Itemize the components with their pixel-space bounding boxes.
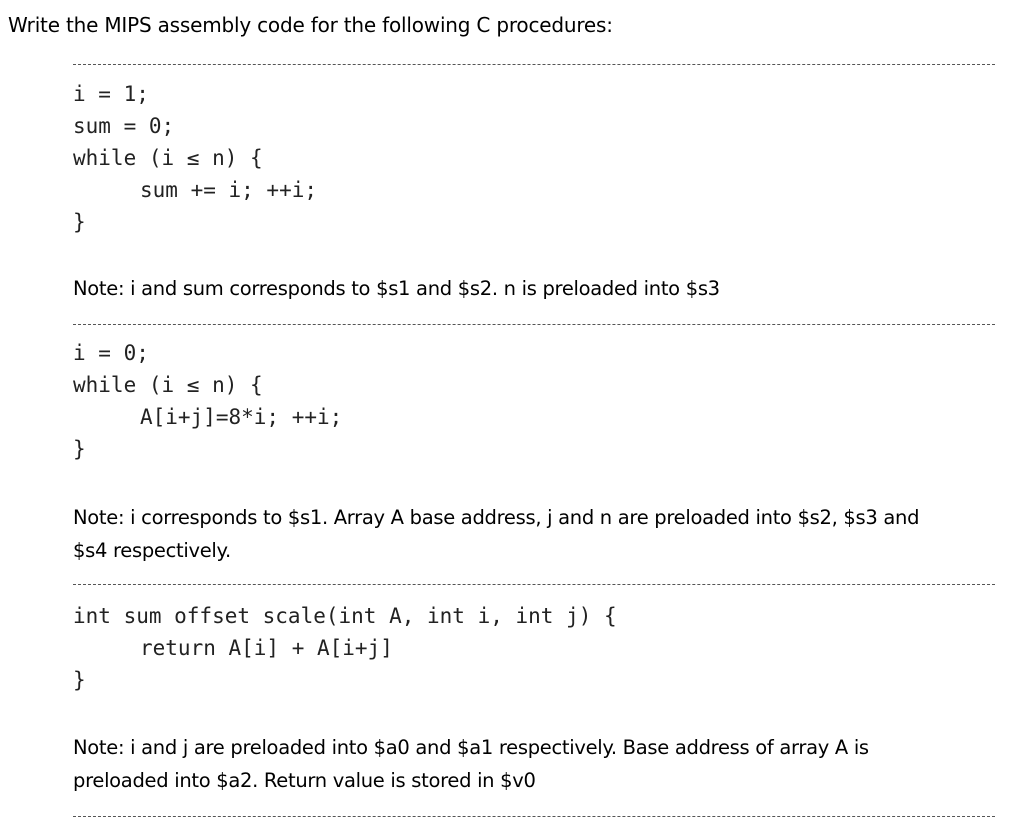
section-divider (73, 64, 995, 65)
code-line: return A[i] + A[i+j] (140, 636, 393, 660)
note-line: $s4 respectively. (73, 539, 231, 562)
code-line: sum = 0; (73, 114, 175, 138)
code-line: while (i ≤ n) { (73, 146, 263, 170)
code-line: } (73, 668, 86, 692)
page-heading: Write the MIPS assembly code for the fol… (8, 13, 613, 37)
code-line: i = 1; (73, 82, 149, 106)
code-line: A[i+j]=8*i; ++i; (140, 405, 343, 429)
note-line: preloaded into $a2. Return value is stor… (73, 769, 536, 792)
code-line: i = 0; (73, 341, 149, 365)
note-line: Note: i and sum corresponds to $s1 and $… (73, 277, 720, 300)
code-line: } (73, 437, 86, 461)
code-line: sum += i; ++i; (140, 178, 318, 202)
code-line: } (73, 210, 86, 234)
note-line: Note: i corresponds to $s1. Array A base… (73, 506, 920, 529)
section-divider (73, 584, 995, 585)
section-divider (73, 816, 995, 817)
code-line: int sum offset scale(int A, int i, int j… (73, 604, 617, 628)
section-divider (73, 324, 995, 325)
note-line: Note: i and j are preloaded into $a0 and… (73, 736, 869, 759)
code-line: while (i ≤ n) { (73, 373, 263, 397)
